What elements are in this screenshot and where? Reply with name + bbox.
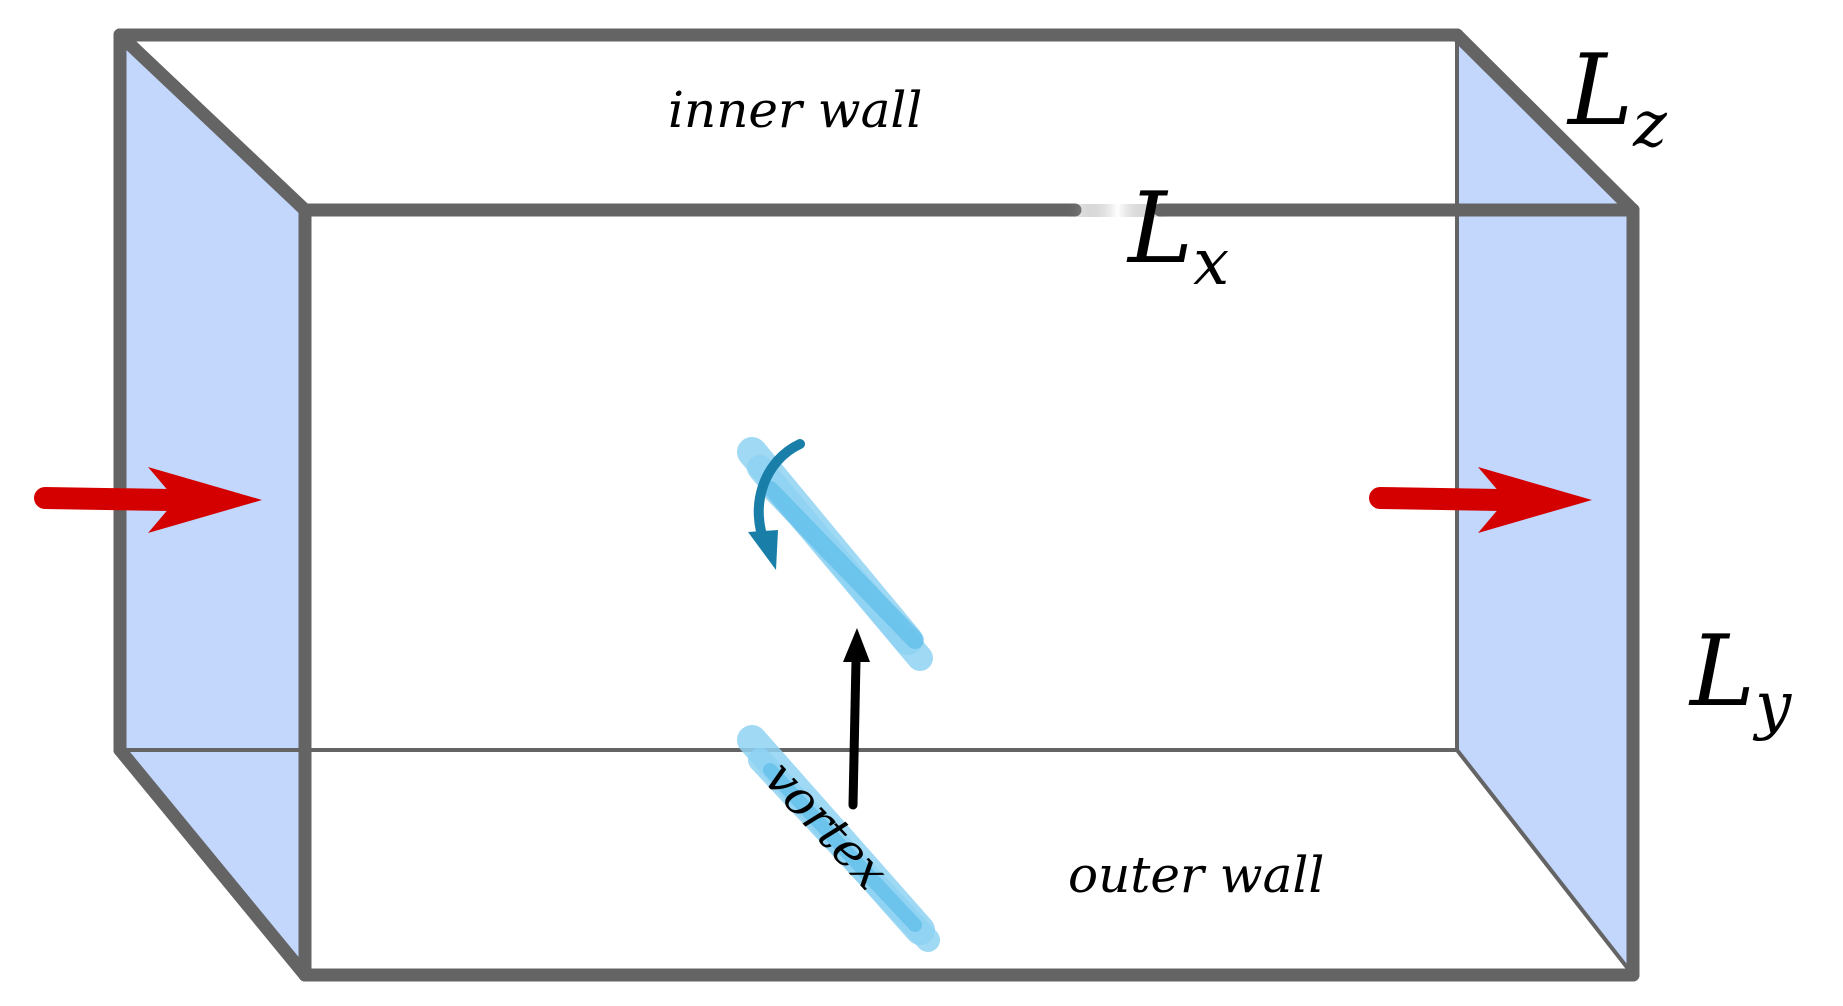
lx-label-sub: x bbox=[1193, 226, 1229, 300]
inner-wall-label: inner wall bbox=[668, 81, 922, 139]
outer-wall-label: outer wall bbox=[1068, 846, 1324, 904]
vortex-label: vortex bbox=[753, 750, 899, 901]
top-left-depth-edge bbox=[113, 28, 312, 217]
bottom-left-depth-edge bbox=[113, 743, 312, 982]
lz-label-main: L bbox=[1566, 34, 1633, 148]
inflow-arrow-icon bbox=[34, 467, 262, 533]
outflow-arrow-icon bbox=[1369, 467, 1592, 533]
lower-vortex bbox=[737, 725, 940, 952]
upward-arrow-icon bbox=[843, 628, 870, 810]
lz-label-sub: z bbox=[1632, 88, 1668, 162]
rotation-arrow-icon bbox=[748, 439, 805, 570]
ly-label: Ly bbox=[1688, 615, 1792, 743]
ly-label-main: L bbox=[1688, 615, 1755, 729]
lx-label-main: L bbox=[1126, 172, 1193, 286]
front-top-edge-gap bbox=[1065, 204, 1170, 217]
bottom-right-depth-edge bbox=[1455, 748, 1635, 977]
ly-label-sub: y bbox=[1752, 669, 1792, 743]
lz-label: Lz bbox=[1566, 34, 1668, 162]
top-right-depth-edge bbox=[1450, 28, 1640, 217]
upper-vortex bbox=[737, 437, 933, 671]
lx-label: Lx bbox=[1126, 172, 1229, 300]
